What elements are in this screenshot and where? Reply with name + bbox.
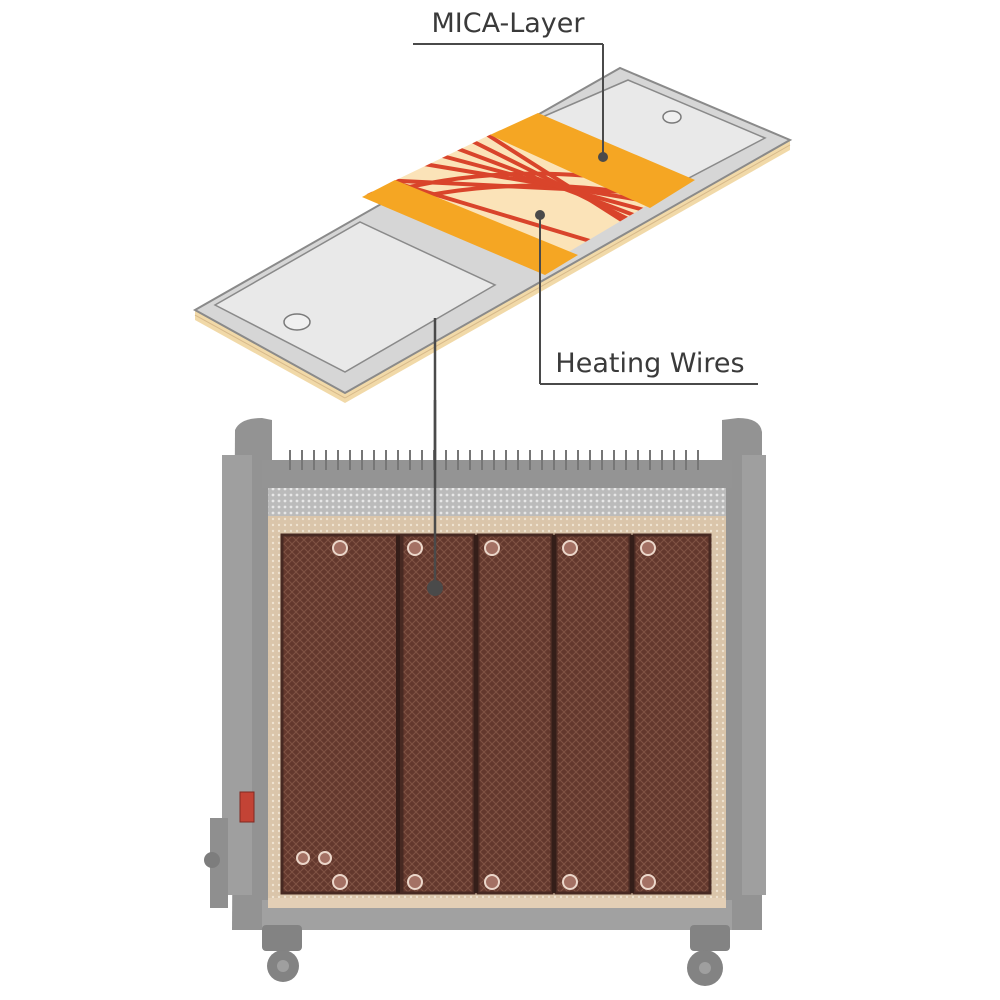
heating-wires-label: Heating Wires [555,348,744,379]
heater-panel-4 [554,533,632,895]
heater-panel-3 [476,533,554,895]
mica-heating-plate [192,66,793,403]
mica-layer-callout: MICA-Layer [413,8,608,162]
heater-wheels [262,925,730,986]
mica-strip-left [362,180,578,275]
control-knob [204,852,220,868]
heater-panels [280,533,712,895]
mica-strip-right [490,113,695,208]
power-switch [239,791,255,823]
heater-unit [204,418,766,986]
heater-grill [268,488,726,516]
mount-hole-right [662,110,682,124]
heater-fins [289,450,699,470]
heater-rivets [296,540,656,890]
heater-top-bar [262,460,732,488]
mount-hole-left [283,313,311,331]
plate-inner-panel-left [213,221,497,373]
heater-panel-1 [280,533,402,895]
heating-wires-callout: Heating Wires [535,210,758,385]
mica-layer-label: MICA-Layer [431,8,585,39]
heater-panel-5 [632,533,712,895]
